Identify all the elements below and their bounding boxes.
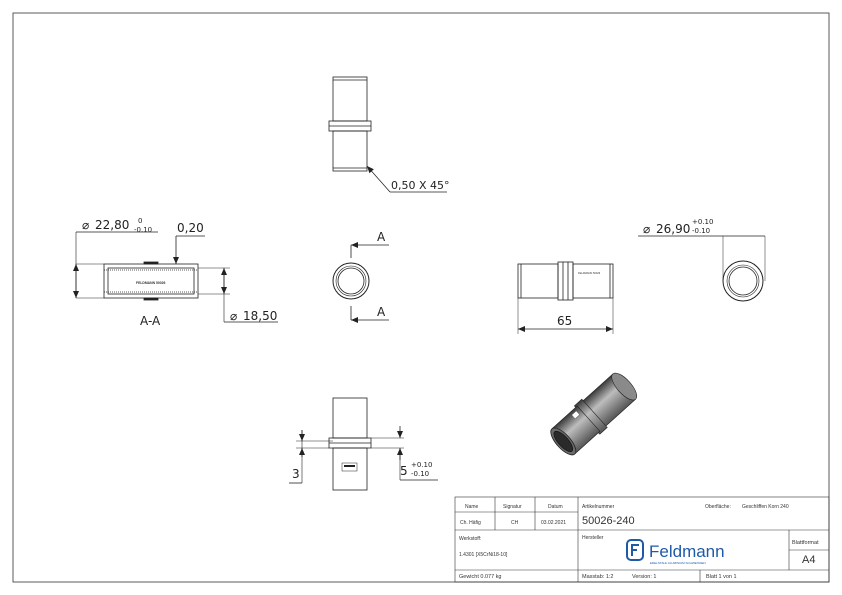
feldmann-logo-icon xyxy=(626,539,644,561)
tb-name-value: Ch. Häfig xyxy=(460,520,481,526)
tb-sheet: Blatt 1 von 1 xyxy=(706,574,737,580)
title-block xyxy=(454,496,830,583)
outer-diameter-dimension: 22,80 xyxy=(95,218,129,232)
outer-diameter-symbol: ⌀ xyxy=(82,218,89,232)
inner-diameter-symbol: ⌀ xyxy=(230,309,237,323)
tb-article-value: 50026-240 xyxy=(582,515,635,527)
bottom-view xyxy=(289,397,438,491)
tb-signature-header: Signatur xyxy=(503,504,522,510)
tb-format-label: Blattformat xyxy=(792,540,819,546)
tb-material-value: 1.4301 [X5CrNi18-10] xyxy=(459,552,508,558)
tb-surface-label: Oberfläche: xyxy=(705,504,731,510)
collar-tol-lower: -0.10 xyxy=(692,227,710,235)
outer-diameter-tol-lower: -0.10 xyxy=(134,226,152,234)
section-view xyxy=(73,231,278,323)
tb-weight: Gewicht 0.077 kg xyxy=(459,574,502,580)
collar-diameter-dimension: 26,90 xyxy=(656,222,690,236)
tb-manufacturer-label: Hersteller xyxy=(582,535,604,541)
section-engraving: FELDMANN 50026 xyxy=(136,281,166,285)
inner-diameter-dimension: 18,50 xyxy=(243,309,277,323)
section-marker-bottom: A xyxy=(377,305,386,319)
tb-date-value: 03.02.2021 xyxy=(541,520,566,526)
tb-name-header: Name xyxy=(465,504,479,510)
tb-version: Version: 1 xyxy=(632,574,656,580)
outer-diameter-tol-upper: 0 xyxy=(138,217,142,225)
tb-surface-value: Geschliffen Korn 240 xyxy=(742,504,789,510)
sheet-border xyxy=(12,12,830,583)
tb-article-label: Artikelnummer xyxy=(582,504,615,510)
top-view xyxy=(328,76,447,193)
tb-scale: Masstab: 1:2 xyxy=(582,574,614,580)
tb-signature-value: CH xyxy=(511,520,519,526)
isometric-view xyxy=(550,372,638,456)
end-view xyxy=(332,242,389,323)
collar-offset-dimension: 3 xyxy=(292,467,300,481)
collar-width-tol-lower: -0.10 xyxy=(411,470,429,478)
gap-dimension: 0,20 xyxy=(177,221,204,235)
section-label: A-A xyxy=(140,314,161,328)
tb-material-label: Werkstoff: xyxy=(459,536,481,542)
tb-company-tagline: EDELSTAHL ALUMINIUM SCHWEISSEN xyxy=(650,561,706,565)
collar-width-dimension: 5 xyxy=(400,464,408,478)
collar-diameter-symbol: ⌀ xyxy=(643,222,650,236)
tb-date-header: Datum xyxy=(548,504,563,510)
length-dimension: 65 xyxy=(557,314,572,328)
section-marker-top: A xyxy=(377,230,386,244)
collar-end-view xyxy=(638,235,766,302)
collar-width-tol-upper: +0.10 xyxy=(411,461,432,469)
small-engraving: FELDMANN 50026 xyxy=(578,271,601,275)
tb-company-name: Feldmann xyxy=(649,542,725,561)
chamfer-dimension: 0,50 X 45° xyxy=(391,179,450,192)
tb-format-value: A4 xyxy=(802,554,815,566)
side-view xyxy=(517,261,614,334)
collar-tol-upper: +0.10 xyxy=(692,218,713,226)
